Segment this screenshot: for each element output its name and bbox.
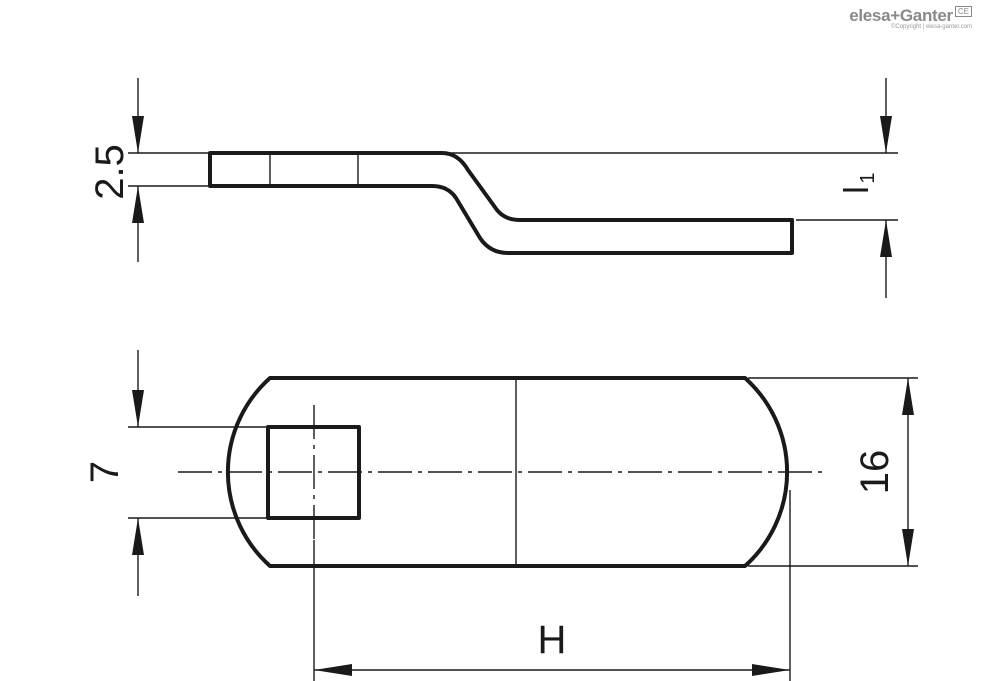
brand-copyright: ©Copyright | elesa-ganter.com: [890, 24, 972, 30]
center-distance-label: H: [538, 618, 567, 662]
side-view: 2.5 l 1: [88, 78, 898, 298]
hole-size-label: 7: [83, 461, 127, 483]
offset-arrow-top: [880, 116, 892, 153]
thickness-label: 2.5: [88, 144, 132, 200]
offset-arrow-bottom: [880, 220, 892, 257]
width-arrow-top: [902, 378, 914, 415]
thickness-arrow-bottom: [132, 186, 144, 223]
thickness-arrow-top: [132, 116, 144, 153]
offset-label-sub: 1: [857, 172, 879, 183]
top-view: 7 16 H: [83, 350, 918, 681]
side-view-outline: [208, 151, 794, 255]
width-arrow-bottom: [902, 529, 914, 566]
offset-label: l: [838, 186, 876, 194]
h-arrow-left: [314, 664, 352, 676]
brand-name: elesa+Ganter: [849, 6, 953, 25]
width-label: 16: [853, 450, 897, 495]
hole-arrow-top: [132, 390, 144, 427]
top-view-outline: [225, 376, 790, 568]
hole-arrow-bottom: [132, 518, 144, 555]
brand-badge: CE: [954, 6, 972, 17]
h-arrow-right: [752, 664, 790, 676]
